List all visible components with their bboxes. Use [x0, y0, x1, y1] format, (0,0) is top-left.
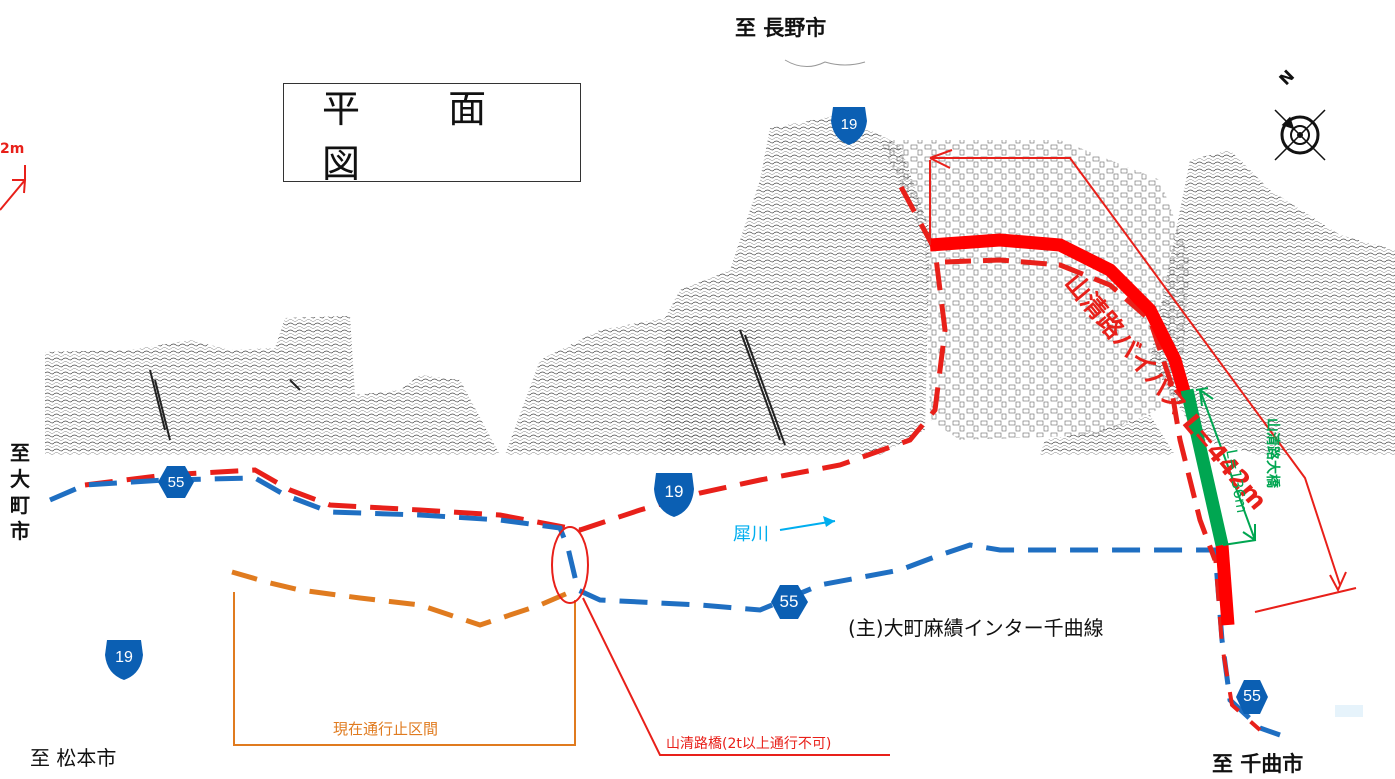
- route-shield-label: 19: [840, 115, 858, 133]
- scribble-marks: [149, 59, 866, 446]
- old-bridge-leader: [582, 597, 890, 756]
- town-buildings: [880, 140, 1190, 440]
- route-shield-label: 55: [167, 473, 185, 491]
- river-arrowhead: [823, 516, 835, 527]
- existing-road-town: [944, 257, 1218, 561]
- destination-west: 至 大町市: [10, 441, 30, 543]
- cutoff-length-fragment: 2m: [0, 141, 25, 157]
- route-shield-55: [1236, 680, 1268, 714]
- old-bridge-circle: [551, 526, 589, 604]
- route-19-road: [84, 183, 948, 533]
- bypass-road-south: [1215, 544, 1235, 626]
- map-title-box: 平 面 図: [283, 83, 581, 186]
- river-label: 犀川: [733, 524, 769, 545]
- bridge-segment: [1180, 388, 1229, 547]
- route-shield-label: 55: [779, 592, 799, 611]
- bridge-name-label: 山清路大橋: [1264, 418, 1280, 488]
- bypass-dimension-lines: [929, 149, 1357, 613]
- route-shield-55: [771, 585, 808, 619]
- map-title: 平 面 図: [322, 86, 525, 186]
- route-shield-19: [654, 473, 694, 517]
- route-shield-label: 19: [115, 649, 133, 666]
- route-name-label: (主)大町麻績インター千曲線: [848, 616, 1104, 640]
- route-shield-label: 55: [1243, 688, 1261, 705]
- route-shield-19: [831, 107, 867, 145]
- bridge-dimension-line: [1195, 387, 1257, 546]
- cutoff-arrow: [0, 165, 27, 211]
- closed-section-road: [231, 569, 576, 628]
- old-bridge-label: 山清路橋(2t以上通行不可): [666, 736, 832, 752]
- destination-southeast: 至 千曲市: [1212, 752, 1304, 776]
- closed-section-bracket: [233, 592, 576, 746]
- route-shield-label: 19: [664, 482, 684, 501]
- scan-mark: [1335, 705, 1363, 717]
- terrain-contours: [45, 115, 1395, 455]
- route-shield-55: [158, 466, 194, 498]
- destination-north: 至 長野市: [735, 16, 827, 40]
- closed-section-label: 現在通行止区間: [333, 720, 439, 738]
- route-shield-19: [105, 640, 143, 680]
- route-55-road: [49, 475, 1281, 738]
- bypass-road: [929, 233, 1192, 397]
- compass-rose: [1274, 109, 1326, 161]
- route-19-south: [1213, 554, 1262, 732]
- destination-southwest: 至 松本市: [30, 746, 117, 770]
